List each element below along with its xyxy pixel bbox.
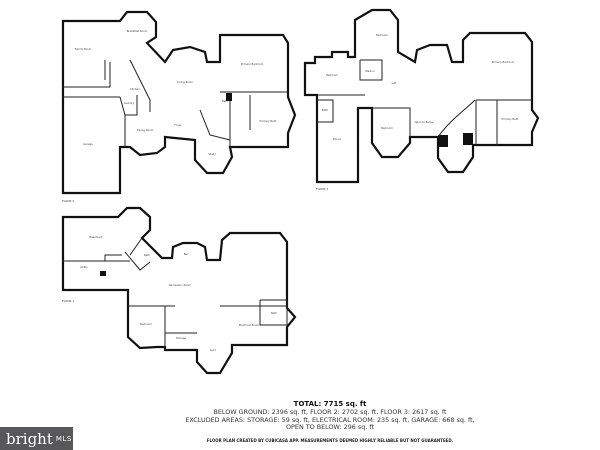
room-label: Gym bbox=[210, 348, 217, 352]
floor-1-plan bbox=[61, 206, 297, 375]
room-label: Family Room bbox=[75, 47, 92, 51]
wall-pillar bbox=[463, 133, 473, 145]
room-label: Primary Bedroom bbox=[241, 62, 264, 66]
room-label: Utility bbox=[80, 265, 88, 269]
floor-1-outline bbox=[61, 206, 297, 375]
excluded-areas: EXCLUDED AREAS: STORAGE: 59 sq. ft, ELEC… bbox=[185, 415, 475, 424]
floor-2-outline bbox=[61, 10, 297, 195]
floor-2-label: FLOOR 2 bbox=[62, 199, 74, 203]
room-label: Bath bbox=[222, 99, 228, 103]
room-label: Primary Bath bbox=[260, 119, 277, 123]
logo-brand: bright bbox=[6, 429, 53, 448]
room-label: Bath bbox=[271, 311, 277, 315]
room-label: Walk-in bbox=[365, 69, 375, 73]
room-label: Basement bbox=[89, 235, 102, 239]
room-label: Dining Room bbox=[137, 128, 154, 132]
room-label: Kitchen bbox=[130, 87, 140, 91]
room-label: Loft bbox=[392, 81, 397, 85]
floor-2-plan bbox=[61, 10, 297, 195]
room-label: Primary Bath bbox=[502, 117, 519, 121]
room-label: Bedroom bbox=[140, 322, 152, 326]
room-label: Bedroom bbox=[376, 33, 388, 37]
room-label: Bonus bbox=[333, 137, 342, 141]
room-label: Living Room bbox=[177, 80, 193, 84]
room-label: Laundry bbox=[124, 101, 135, 105]
room-label: Breakfast Room bbox=[127, 29, 148, 33]
area-breakdown: BELOW GROUND: 2396 sq. ft, FLOOR 2: 2702… bbox=[213, 408, 447, 416]
wall-pillar bbox=[438, 135, 448, 147]
appliance bbox=[100, 271, 106, 276]
room-label: Open to Below bbox=[415, 120, 435, 124]
room-label: Electrical Room bbox=[239, 323, 260, 327]
room-label: Bath bbox=[144, 253, 150, 257]
logo-suffix: MLS bbox=[55, 434, 72, 443]
floor-3-label: FLOOR 3 bbox=[316, 187, 328, 191]
room-label: Study bbox=[208, 152, 216, 156]
room-label: Bar bbox=[184, 252, 189, 256]
floor-1-label: FLOOR 1 bbox=[62, 299, 74, 303]
floor-3-plan bbox=[303, 8, 540, 184]
room-label: Storage bbox=[176, 336, 187, 340]
open-to-below: OPEN TO BELOW: 296 sq. ft bbox=[286, 423, 374, 431]
room-label: Garage bbox=[83, 142, 93, 146]
room-label: Bath bbox=[322, 108, 328, 112]
room-label: Foyer bbox=[174, 123, 182, 127]
room-label: Bedroom bbox=[326, 73, 338, 77]
floor-3-outline bbox=[303, 8, 540, 184]
disclaimer: FLOOR PLAN CREATED BY CUBICASA APP. MEAS… bbox=[206, 438, 454, 443]
total-area: TOTAL: 7715 sq. ft bbox=[293, 400, 367, 408]
wall-pillar bbox=[226, 93, 232, 101]
room-label: Recreation Room bbox=[169, 283, 192, 287]
bright-mls-logo: bright MLS bbox=[0, 427, 73, 450]
room-label: Primary Bedroom bbox=[492, 60, 515, 64]
room-label: Bedroom bbox=[381, 126, 393, 130]
